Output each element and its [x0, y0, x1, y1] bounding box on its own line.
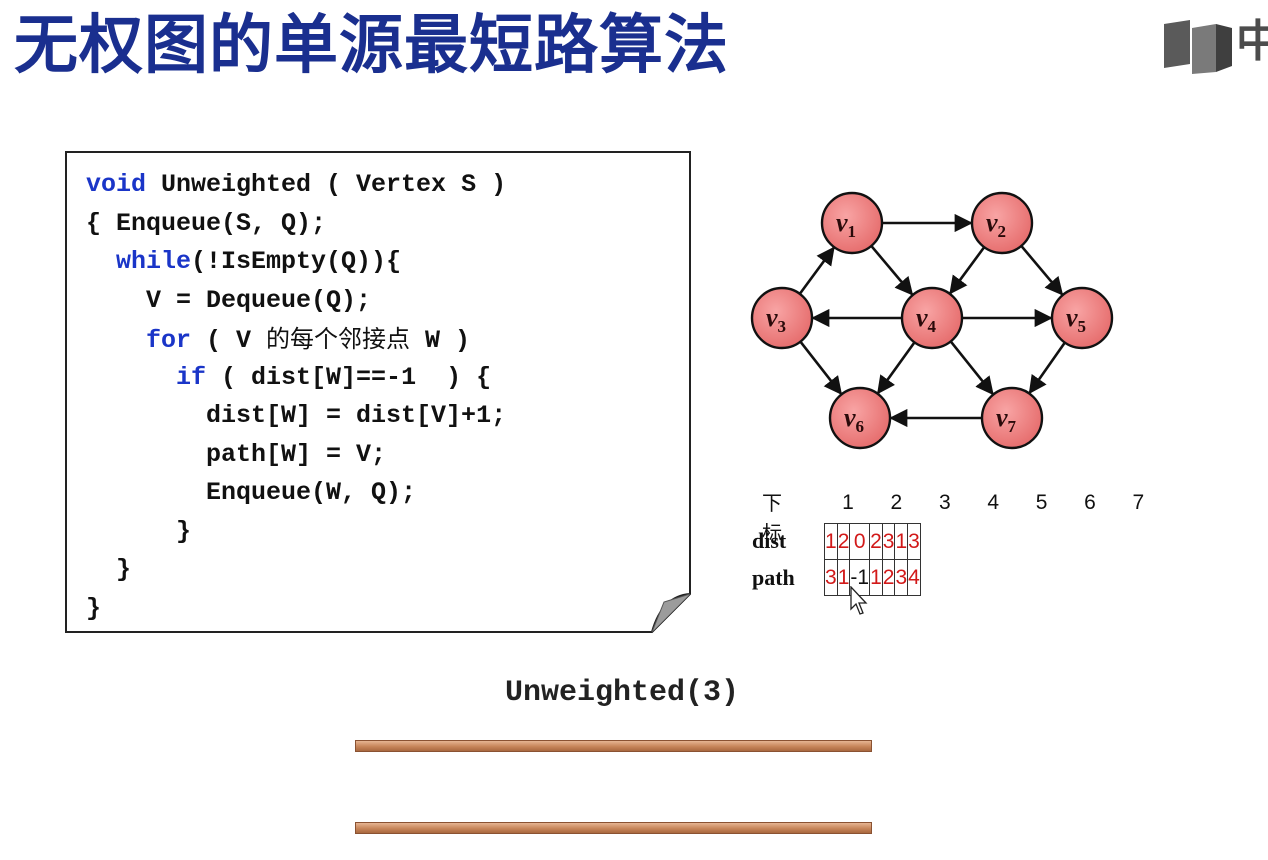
node-v2: v2	[970, 191, 1034, 255]
index-label: 下标	[762, 491, 782, 545]
code-text	[86, 247, 116, 276]
code-line: Enqueue(W, Q);	[86, 474, 506, 513]
code-line: void Unweighted ( Vertex S )	[86, 166, 506, 205]
index-number: 5	[1035, 491, 1048, 514]
code-line: dist[W] = dist[V]+1;	[86, 397, 506, 436]
dist-cell: 2	[869, 523, 883, 560]
divider-bar-top	[355, 740, 872, 752]
code-text: ( dist[W]==-1 ) {	[206, 362, 492, 392]
index-number: 4	[987, 491, 1000, 514]
divider-bar-bottom	[355, 822, 872, 834]
code-line: { Enqueue(S, Q);	[86, 205, 506, 244]
brand: 中	[1162, 16, 1268, 78]
code-text: Unweighted ( Vertex S )	[146, 170, 507, 199]
path-cell: 1	[869, 559, 883, 596]
code-keyword: void	[86, 170, 147, 199]
code-line: V = Dequeue(Q);	[86, 282, 506, 321]
index-number: 6	[1084, 491, 1096, 514]
code-text: dist[W] = dist[V]+1;	[86, 401, 507, 430]
code-line: while(!IsEmpty(Q)){	[86, 243, 506, 282]
code-card: void Unweighted ( Vertex S ){ Enqueue(S,…	[64, 150, 694, 634]
code-keyword: for	[146, 326, 192, 355]
code-text: { Enqueue(S, Q);	[86, 208, 327, 238]
node-v7: v7	[980, 386, 1044, 450]
code-line: path[W] = V;	[86, 436, 506, 475]
code-text: }	[86, 593, 102, 623]
edge-v3-v1	[798, 246, 835, 295]
edge-v2-v4	[949, 246, 986, 295]
code-text: ( V	[191, 326, 267, 355]
node-v3: v3	[750, 286, 814, 350]
code-line: for ( V 的每个邻接点 W )	[86, 320, 506, 359]
node-v5: v5	[1050, 286, 1114, 350]
code-text	[86, 326, 146, 355]
edge-v4-v6	[877, 341, 916, 395]
code-text: Enqueue(W, Q);	[86, 478, 417, 507]
dist-cell: 3	[907, 523, 921, 560]
subtitle: Unweighted(3)	[504, 676, 740, 710]
dist-cell: 2	[836, 523, 851, 560]
code-keyword: if	[176, 362, 207, 392]
mouse-pointer-icon	[850, 586, 868, 615]
code-text: }	[86, 555, 132, 584]
edge-v2-v5	[1020, 245, 1064, 296]
code-text: W )	[410, 326, 471, 355]
code-text	[86, 363, 176, 392]
index-number: 7	[1132, 491, 1145, 514]
code-text: path[W] = V;	[86, 439, 387, 469]
edge-v1-v4	[870, 245, 914, 296]
book-logo-icon	[1164, 20, 1232, 74]
edge-v5-v7	[1028, 341, 1066, 395]
edge-v4-v7	[949, 340, 994, 396]
code-comment-text: 的每个邻接点	[266, 325, 411, 353]
edge-v3-v6	[799, 340, 843, 395]
code-text: }	[86, 516, 192, 546]
code-line: }	[86, 590, 506, 629]
path-label: path	[752, 565, 795, 590]
dist-cell: 1	[894, 523, 909, 560]
path-cell: 1	[836, 559, 851, 596]
node-v4: v4	[900, 286, 964, 350]
dist-label: dist	[752, 528, 787, 553]
path-cell: 3	[894, 559, 909, 596]
code-line: }	[86, 513, 506, 552]
slide-title: 无权图的单源最短路算法	[14, 9, 729, 83]
code-text: (!IsEmpty(Q)){	[191, 247, 402, 276]
index-number: 1	[842, 491, 854, 514]
code-text: V = Dequeue(Q);	[86, 285, 372, 315]
dist-cell: 1	[824, 523, 838, 560]
graph-diagram: v1 v2 v3 v4 v5 v6 v7	[750, 191, 1114, 450]
code-block: void Unweighted ( Vertex S ){ Enqueue(S,…	[86, 166, 506, 628]
dist-cell: 0	[849, 523, 871, 560]
path-cell: 4	[907, 559, 921, 596]
index-number: 2	[890, 491, 903, 514]
code-keyword: while	[116, 247, 192, 276]
code-line: if ( dist[W]==-1 ) {	[86, 359, 506, 398]
note-frame	[65, 151, 691, 633]
code-line: }	[86, 551, 506, 590]
path-cell: -1	[849, 559, 871, 596]
dist-cell: 3	[881, 523, 896, 560]
brand-text: 中	[1236, 16, 1268, 67]
path-cell: 2	[881, 559, 896, 596]
node-v6: v6	[828, 386, 892, 450]
index-number: 3	[938, 491, 951, 514]
path-cell: 3	[824, 559, 838, 596]
node-v1: v1	[820, 191, 884, 255]
